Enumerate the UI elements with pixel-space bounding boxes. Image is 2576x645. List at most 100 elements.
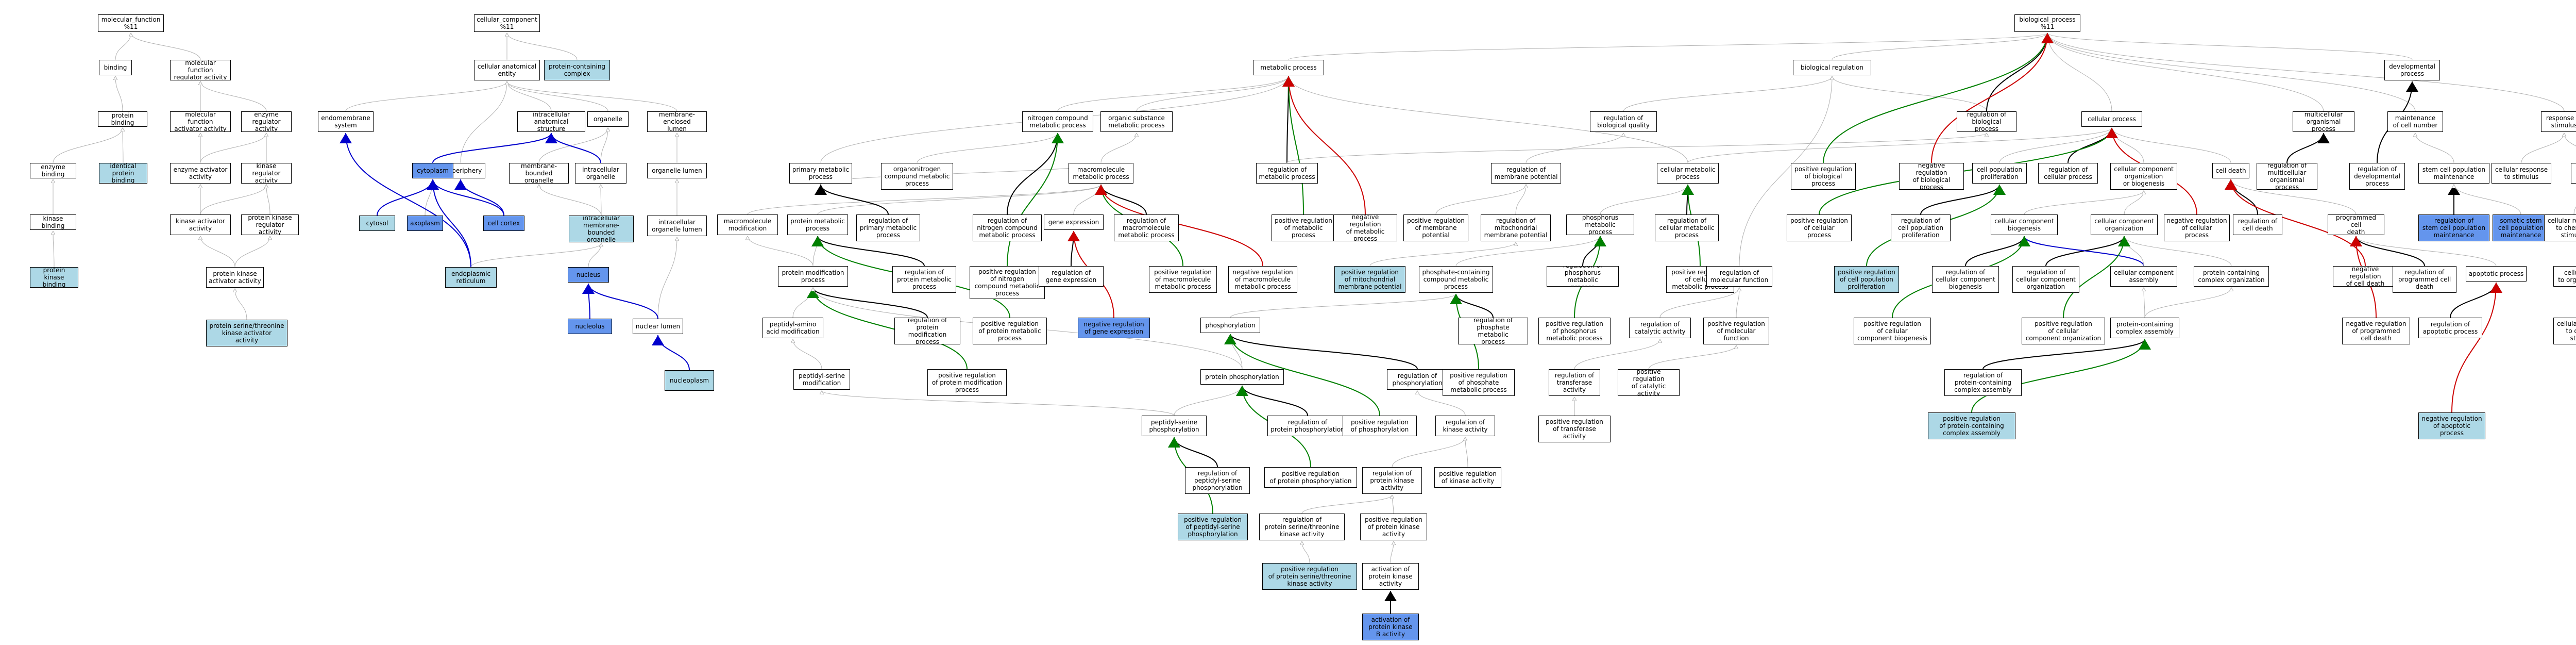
- node-protein-binding[interactable]: protein binding: [98, 111, 147, 127]
- node-response-chemical[interactable]: response to chemical: [2571, 163, 2576, 184]
- node-cellular-comp-org-biogenesis[interactable]: cellular component organization or bioge…: [2110, 163, 2177, 190]
- node-reg-phosphorus-mp[interactable]: regulation of phosphorus metabolic proce…: [1547, 266, 1619, 287]
- node-neg-reg-gene-expression[interactable]: negative regulation of gene expression: [1078, 318, 1150, 338]
- node-intracellular-anat[interactable]: intracellular anatomical structure: [517, 111, 585, 132]
- node-reg-cell-death[interactable]: regulation of cell death: [2233, 214, 2282, 235]
- node-cellular-response-cytokine[interactable]: cellular response to cytokine stimulus: [2553, 318, 2576, 344]
- node-programmed-cell-death[interactable]: programmed cell death: [2328, 214, 2384, 235]
- node-pos-reg-cell-pop-prolif[interactable]: positive regulation of cell population p…: [1834, 266, 1899, 293]
- node-membrane-enclosed-lumen[interactable]: membrane-enclosed lumen: [647, 111, 707, 132]
- node-pos-reg-protein-kinase-activity[interactable]: positive regulation of protein kinase ac…: [1360, 514, 1427, 540]
- node-intracellular-organelle-lumen[interactable]: intracellular organelle lumen: [647, 216, 707, 236]
- node-peptidyl-serine-mod[interactable]: peptidyl-serine modification: [793, 369, 850, 390]
- node-pos-reg-protein-mp[interactable]: positive regulation of protein metabolic…: [973, 318, 1047, 344]
- node-cellular-comp-org[interactable]: cellular component organization: [2091, 214, 2158, 235]
- node-reg-multicellular[interactable]: regulation of multicellular organismal p…: [2257, 163, 2317, 190]
- node-pos-reg-cellular-process[interactable]: positive regulation of cellular process: [1787, 214, 1852, 241]
- node-pos-reg-peptidyl-serine-phos[interactable]: positive regulation of peptidyl-serine p…: [1178, 514, 1248, 540]
- node-reg-bio-quality[interactable]: regulation of biological quality: [1590, 111, 1657, 132]
- node-identical-protein-binding[interactable]: identical protein binding: [99, 163, 147, 184]
- node-pos-reg-catalytic-activity[interactable]: positive regulation of catalytic activit…: [1618, 369, 1680, 396]
- node-protein-containing-comp-assembly[interactable]: protein-containing complex assembly: [2110, 318, 2179, 338]
- node-cellular-process[interactable]: cellular process: [2081, 111, 2142, 127]
- node-neg-reg-metabolic[interactable]: negative regulation of metabolic process: [1333, 214, 1397, 241]
- node-reg-transferase-activity[interactable]: regulation of transferase activity: [1549, 369, 1600, 396]
- node-reg-protein-containing-comp-assembly[interactable]: regulation of protein-containing complex…: [1944, 369, 2022, 396]
- node-reg-molecular-function[interactable]: regulation of molecular function: [1706, 266, 1772, 287]
- node-cell-pop-prolif[interactable]: cell population proliferation: [1972, 163, 2027, 184]
- node-neg-reg-cellular-process[interactable]: negative regulation of cellular process: [2164, 214, 2230, 241]
- node-stem-cell-pop-maint[interactable]: stem cell population maintenance: [2418, 163, 2489, 184]
- node-protein-containing-complex[interactable]: protein-containing complex: [544, 60, 610, 80]
- node-multicellular-op[interactable]: multicellular organismal process: [2293, 111, 2354, 132]
- node-endomembrane[interactable]: endomembrane system: [318, 111, 374, 132]
- node-axoplasm[interactable]: axoplasm: [407, 216, 443, 231]
- node-reg-bio-process[interactable]: regulation of biological process: [1957, 111, 2016, 132]
- node-macromolecule-modification[interactable]: macromolecule modification: [717, 214, 778, 235]
- node-cell-anat-entity[interactable]: cellular anatomical entity: [474, 60, 540, 80]
- node-reg-developmental[interactable]: regulation of developmental process: [2349, 163, 2405, 190]
- node-reg-cellular-process[interactable]: regulation of cellular process: [2038, 163, 2098, 184]
- node-organonitrogen-cmp[interactable]: organonitrogen compound metabolic proces…: [881, 163, 953, 190]
- node-activation-protein-kinase-b-activity[interactable]: activation of protein kinase B activity: [1362, 614, 1419, 640]
- node-kinase-binding[interactable]: kinase binding: [30, 214, 76, 230]
- node-enzyme-reg[interactable]: enzyme regulator activity: [241, 111, 292, 132]
- node-biological-process[interactable]: biological_process %11: [2014, 14, 2080, 32]
- node-reg-metabolic[interactable]: regulation of metabolic process: [1256, 163, 1318, 184]
- node-nucleolus[interactable]: nucleolus: [568, 319, 612, 334]
- node-developmental-process[interactable]: developmental process: [2384, 60, 2440, 80]
- node-enzyme-activator[interactable]: enzyme activator activity: [170, 163, 231, 184]
- node-cytoplasm[interactable]: cytoplasm: [412, 163, 453, 178]
- node-pos-reg-cellular-comp-biogenesis[interactable]: positive regulation of cellular componen…: [1854, 318, 1931, 344]
- node-organelle[interactable]: organelle: [587, 111, 629, 127]
- node-pk-reg[interactable]: protein kinase regulator activity: [241, 214, 299, 235]
- node-mf-activator[interactable]: molecular function activator activity: [170, 111, 231, 132]
- node-apoptotic-process[interactable]: apoptotic process: [2466, 266, 2527, 282]
- node-phosphorylation[interactable]: phosphorylation: [1200, 318, 1260, 333]
- node-pos-reg-nitrogen-cmp[interactable]: positive regulation of nitrogen compound…: [970, 266, 1045, 299]
- node-reg-protein-kinase-activity[interactable]: regulation of protein kinase activity: [1362, 467, 1422, 494]
- node-reg-mito-membrane-potential[interactable]: regulation of mitochondrial membrane pot…: [1481, 214, 1551, 241]
- node-organelle-lumen[interactable]: organelle lumen: [647, 163, 707, 178]
- node-pst-kinase-activator[interactable]: protein serine/threonine kinase activato…: [206, 320, 287, 346]
- node-reg-catalytic-activity[interactable]: regulation of catalytic activity: [1629, 318, 1691, 338]
- node-phosphorus-mp[interactable]: phosphorus metabolic process: [1566, 214, 1634, 235]
- node-reg-cellular-comp-org[interactable]: regulation of cellular component organiz…: [2012, 266, 2079, 293]
- node-kinase-reg[interactable]: kinase regulator activity: [241, 163, 292, 184]
- node-neg-reg-cell-death[interactable]: negative regulation of cell death: [2333, 266, 2398, 287]
- node-neg-reg-bio-process[interactable]: negative regulation of biological proces…: [1899, 163, 1964, 190]
- node-phosphate-containing-cmp[interactable]: phosphate-containing compound metabolic …: [1419, 266, 1493, 293]
- node-pos-reg-bio-process[interactable]: positive regulation of biological proces…: [1791, 163, 1856, 190]
- node-pos-reg-metabolic[interactable]: positive regulation of metabolic process: [1272, 214, 1335, 241]
- node-reg-nitrogen-cmp[interactable]: regulation of nitrogen compound metaboli…: [973, 214, 1042, 241]
- node-reg-primary-mp[interactable]: regulation of primary metabolic process: [856, 214, 920, 241]
- node-reg-kinase-activity[interactable]: regulation of kinase activity: [1435, 416, 1495, 436]
- node-reg-apoptotic-process[interactable]: regulation of apoptotic process: [2418, 318, 2482, 338]
- node-reg-cell-pop-prolif[interactable]: regulation of cell population proliferat…: [1891, 214, 1951, 241]
- node-protein-modification-process[interactable]: protein modification process: [778, 266, 848, 287]
- node-pos-reg-protein-phosphorylation[interactable]: positive regulation of protein phosphory…: [1264, 467, 1357, 488]
- node-biological-regulation[interactable]: biological regulation: [1793, 60, 1871, 75]
- node-pos-reg-protein-mod-process[interactable]: positive regulation of protein modificat…: [927, 369, 1007, 396]
- node-nucleus[interactable]: nucleus: [568, 267, 609, 283]
- node-pos-reg-pst-kinase-activity[interactable]: positive regulation of protein serine/th…: [1262, 563, 1357, 590]
- node-cellular-comp-assembly[interactable]: cellular component assembly: [2110, 266, 2177, 287]
- node-er[interactable]: endoplasmic reticulum: [445, 267, 497, 288]
- node-nitrogen-compound-mp[interactable]: nitrogen compound metabolic process: [1022, 111, 1093, 132]
- node-pos-reg-molecular-function[interactable]: positive regulation of molecular functio…: [1703, 318, 1769, 344]
- node-organic-substance-mp[interactable]: organic substance metabolic process: [1100, 111, 1173, 132]
- node-protein-kinase-binding[interactable]: protein kinase binding: [30, 267, 78, 288]
- node-reg-programmed-cell-death[interactable]: regulation of programmed cell death: [2393, 266, 2456, 293]
- node-activation-protein-kinase-activity[interactable]: activation of protein kinase activity: [1362, 563, 1419, 590]
- node-reg-stem-cell-pop-maint[interactable]: regulation of stem cell population maint…: [2418, 214, 2489, 241]
- node-intracellular-organelle[interactable]: intracellular organelle: [575, 163, 626, 184]
- node-membrane-bounded-organelle[interactable]: membrane-bounded organelle: [509, 163, 569, 184]
- node-cellular-component[interactable]: cellular_component %11: [474, 14, 540, 32]
- node-cell-cortex[interactable]: cell cortex: [483, 216, 524, 231]
- node-reg-pst-kinase-activity[interactable]: regulation of protein serine/threonine k…: [1259, 514, 1345, 540]
- node-gene-expression[interactable]: gene expression: [1044, 214, 1104, 230]
- node-reg-protein-phosphorylation[interactable]: regulation of protein phosphorylation: [1267, 416, 1348, 436]
- node-macromolecule-mp[interactable]: macromolecule metabolic process: [1069, 163, 1133, 184]
- node-protein-mp[interactable]: protein metabolic process: [787, 214, 848, 235]
- node-pos-reg-kinase-activity[interactable]: positive regulation of kinase activity: [1434, 467, 1501, 488]
